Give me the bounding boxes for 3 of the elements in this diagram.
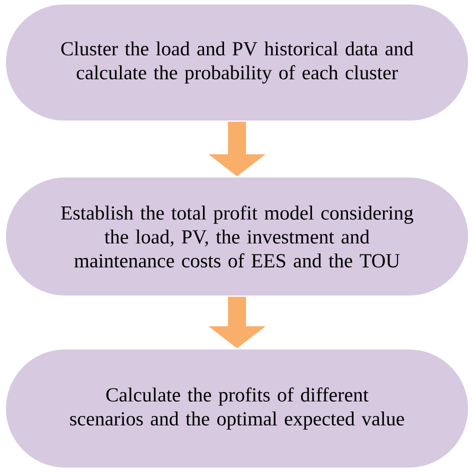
process-box: Establish the total profit model considering the load, PV, the investment and maintenance costs of EES and the TOU xyxy=(6,178,468,296)
process-box: Cluster the load and PV historical data and calculate the probability of each cluster xyxy=(6,4,468,120)
process-box: Calculate the profits of different scenarios and the optimal expected value xyxy=(6,350,468,468)
